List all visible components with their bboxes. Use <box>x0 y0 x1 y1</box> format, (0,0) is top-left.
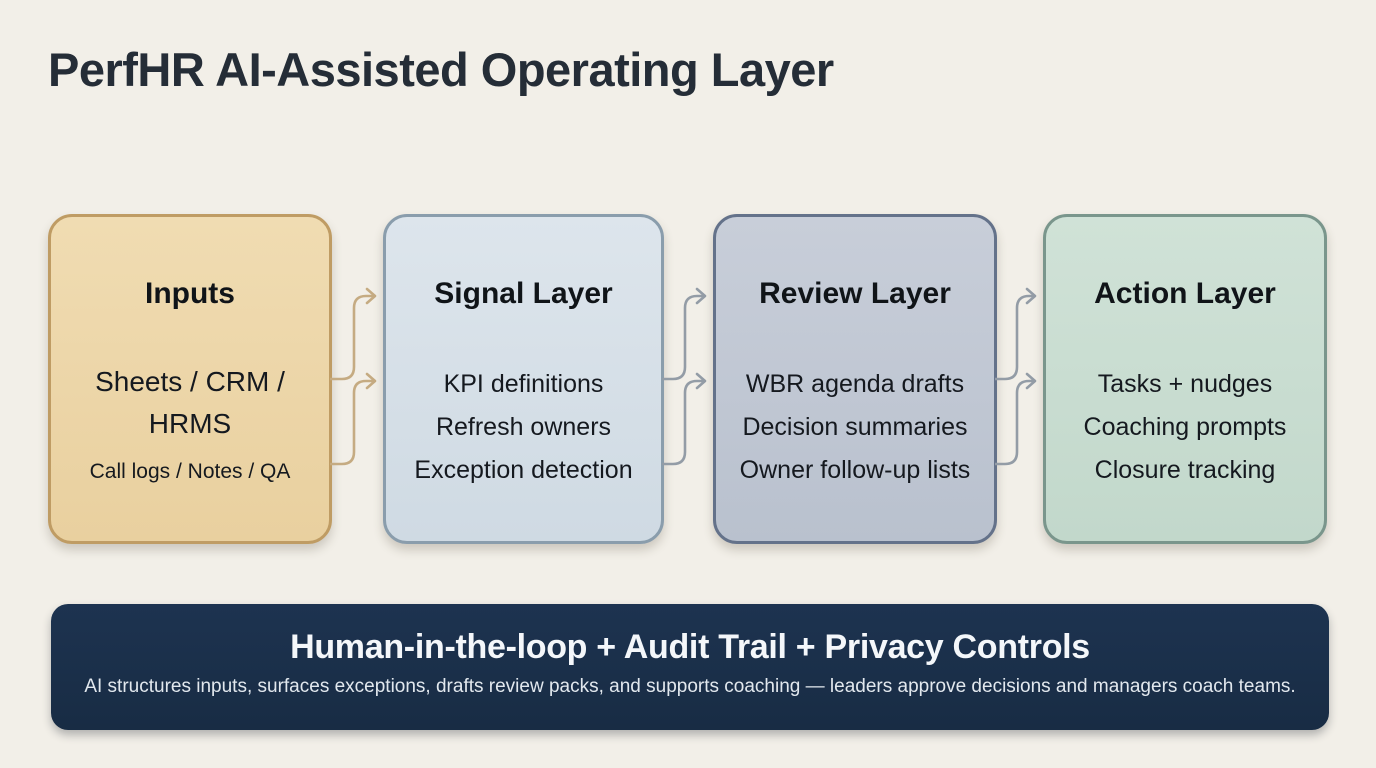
box-body-signal-layer: KPI definitions Refresh owners Exception… <box>414 363 632 492</box>
curved-arrow-icon <box>330 287 377 466</box>
box-line: Closure tracking <box>1094 456 1276 484</box>
box-title-review-layer: Review Layer <box>759 277 951 310</box>
flow-box-signal-layer: Signal Layer KPI definitions Refresh own… <box>383 214 664 544</box>
box-title-signal-layer: Signal Layer <box>434 277 613 310</box>
box-line: Coaching prompts <box>1083 413 1287 441</box>
flow-box-inputs: Inputs Sheets / CRM / HRMS Call logs / N… <box>48 214 332 544</box>
box-body-review-layer: WBR agenda drafts Decision summaries Own… <box>740 363 971 492</box>
curved-arrow-icon <box>995 287 1037 466</box>
box-title-inputs: Inputs <box>145 277 235 310</box>
box-line: WBR agenda drafts <box>745 370 965 398</box>
box-small-text-inputs: Call logs / Notes / QA <box>89 460 291 483</box>
curved-arrow-icon <box>662 287 707 466</box>
box-line: Refresh owners <box>435 413 612 441</box>
flow-arrows-inputs-to-signal <box>330 214 383 544</box>
box-main-text-inputs: Sheets / CRM / HRMS <box>95 366 285 439</box>
box-title-action-layer: Action Layer <box>1094 277 1276 310</box>
banner-subtitle: AI structures inputs, surfaces exception… <box>84 676 1296 697</box>
box-line: Exception detection <box>414 456 633 484</box>
box-line: Tasks + nudges <box>1097 370 1273 398</box>
box-line: Decision summaries <box>742 413 968 441</box>
flow-box-review-layer: Review Layer WBR agenda drafts Decision … <box>713 214 997 544</box>
governance-banner: Human-in-the-loop + Audit Trail + Privac… <box>51 604 1329 730</box>
flow-arrows-signal-to-review <box>662 214 713 544</box>
page-title: PerfHR AI-Assisted Operating Layer <box>48 43 834 96</box>
flow-arrows-review-to-action <box>995 214 1043 544</box>
box-body-action-layer: Tasks + nudges Coaching prompts Closure … <box>1084 363 1287 492</box>
banner-title: Human-in-the-loop + Audit Trail + Privac… <box>290 628 1090 666</box>
box-line: KPI definitions <box>443 370 604 398</box>
box-line: Owner follow-up lists <box>739 456 971 484</box>
flow-box-action-layer: Action Layer Tasks + nudges Coaching pro… <box>1043 214 1327 544</box>
